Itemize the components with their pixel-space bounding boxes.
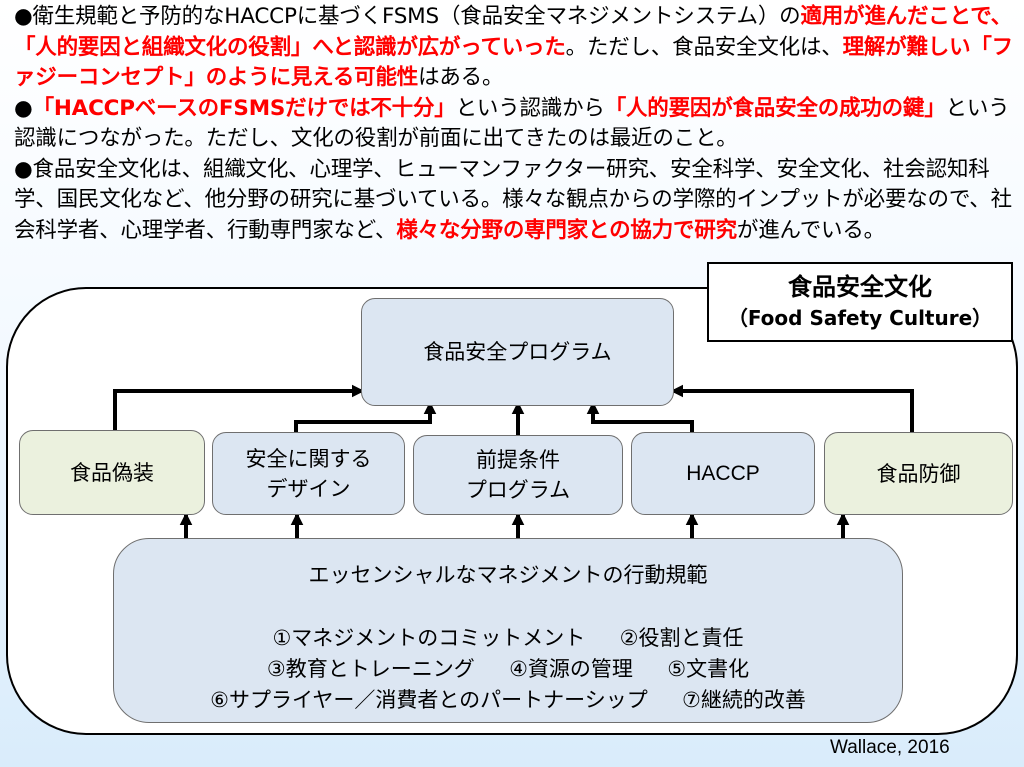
body-text: ●衛生規範と予防的なHACCPに基づくFSMS（食品安全マネジメントシステム）の [14, 4, 801, 29]
haccp-box: HACCP [631, 432, 815, 515]
diagram-title: 食品安全文化 [788, 273, 932, 301]
body-text: が進んでいる。 [736, 217, 885, 243]
citation: Wallace, 2016 [830, 737, 950, 758]
essential-management-title: エッセンシャルなマネジメントの行動規範 [308, 563, 708, 587]
body-text: はある。 [418, 65, 504, 90]
bullet-3: ●食品安全文化は、組織文化、心理学、ヒューマンファクター研究、安全科学、安全文化… [14, 155, 1014, 247]
highlight-text: 適用が進んだことで、「人的要因と組織文化の役割」へと認識が広がっていった [14, 4, 1012, 60]
body-text: ● [14, 95, 33, 121]
bullet-1: ●衛生規範と予防的なHACCPに基づくFSMS（食品安全マネジメントシステム）の… [14, 2, 1014, 94]
highlight-text: 「HACCPベースのFSMSだけでは不十分」 [32, 95, 456, 121]
highlight-text: 様々な分野の専門家との協力で研究 [396, 217, 737, 243]
safety-design-label: 安全に関する デザイン [245, 446, 372, 501]
food-safety-program-label: 食品安全プログラム [423, 340, 612, 364]
bullet-2: ●「HACCPベースのFSMSだけでは不十分」という認識から「人的要因が食品安全… [14, 94, 1014, 155]
body-text: という認識から [455, 95, 605, 121]
arrow-haccp-to-program [586, 401, 694, 432]
food-defense-box: 食品防御 [824, 432, 1013, 515]
arrow-design-to-program [294, 401, 437, 432]
highlight-text: 理解が難しい「ファジーコンセプト」のように見える可能性 [14, 34, 1013, 91]
food-safety-program-box: 食品安全プログラム [361, 298, 674, 406]
essential-management-box: エッセンシャルなマネジメントの行動規範 ①マネジメントのコミットメント ②役割と… [113, 538, 903, 723]
bullet-text: ●衛生規範と予防的なHACCPに基づくFSMS（食品安全マネジメントシステム）の… [14, 2, 1014, 246]
essential-line-2: ③教育とトレーニング ④資源の管理 ⑤文書化 [266, 657, 750, 681]
diagram-title-box: 食品安全文化 （Food Safety Culture） [707, 262, 1013, 342]
haccp-label: HACCP [686, 461, 760, 485]
safety-design-box: 安全に関する デザイン [212, 432, 405, 515]
prerequisite-program-box: 前提条件 プログラム [413, 435, 623, 515]
arrow-defense-to-program [670, 384, 914, 432]
highlight-text: 「人的要因が食品安全の成功の鍵」 [604, 95, 946, 121]
arrow-fraud-to-program [113, 384, 365, 430]
body-text: という認識につながった。ただし、文化の役割が前面に出てきたのは最近のこと。 [14, 95, 1010, 152]
food-fraud-box: 食品偽装 [19, 430, 205, 515]
essential-line-1: ①マネジメントのコミットメント ②役割と責任 [272, 626, 744, 650]
food-defense-label: 食品防御 [876, 461, 961, 486]
essential-line-3: ⑥サプライヤー／消費者とのパートナーシップ ⑦継続的改善 [210, 688, 806, 712]
diagram-subtitle: （Food Safety Culture） [727, 306, 993, 330]
food-fraud-label: 食品偽装 [70, 460, 154, 485]
body-text: 。ただし、食品安全文化は、 [565, 34, 843, 60]
prerequisite-program-label: 前提条件 プログラム [465, 448, 571, 502]
body-text: ●食品安全文化は、組織文化、心理学、ヒューマンファクター研究、安全科学、安全文化… [14, 156, 1012, 243]
